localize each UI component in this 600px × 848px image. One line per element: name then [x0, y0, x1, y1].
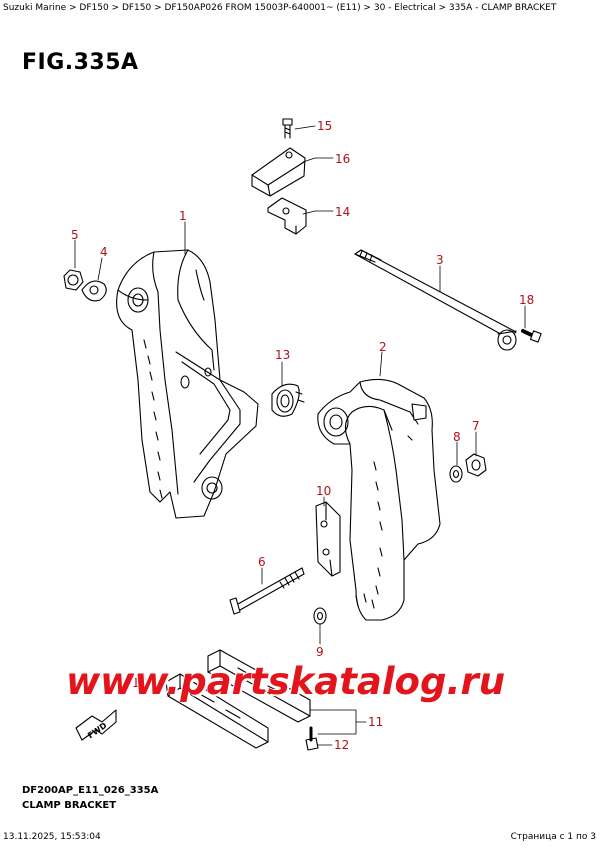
- callout-6[interactable]: 6: [258, 555, 266, 569]
- callout-11[interactable]: 11: [368, 715, 384, 729]
- wear-plate-17: [165, 673, 269, 749]
- washer-8: [449, 465, 463, 483]
- footer-timestamp: 13.11.2025, 15:53:04: [3, 832, 101, 842]
- watermark: www.partskatalog.ru: [66, 660, 506, 703]
- plate-14: [267, 197, 307, 235]
- bolt-6: [229, 567, 305, 615]
- diagram-code: DF200AP_E11_026_335A: [22, 785, 159, 796]
- callout-13[interactable]: 13: [275, 348, 291, 362]
- clamp-bracket-1: [116, 249, 259, 519]
- wear-plate-11: [207, 649, 311, 723]
- breadcrumb: Suzuki Marine > DF150 > DF150 > DF150AP0…: [3, 3, 557, 13]
- callout-18[interactable]: 18: [519, 293, 535, 307]
- footer-page-indicator: Страница с 1 по 3: [510, 832, 596, 842]
- bushing-13: [271, 383, 305, 417]
- shaft-3: [354, 249, 517, 351]
- callout-1[interactable]: 1: [179, 209, 187, 223]
- callout-16[interactable]: 16: [335, 152, 351, 166]
- callout-2[interactable]: 2: [379, 340, 387, 354]
- callout-3[interactable]: 3: [436, 253, 444, 267]
- callout-15[interactable]: 15: [317, 119, 333, 133]
- bolt-15: [282, 118, 293, 139]
- callout-8[interactable]: 8: [453, 430, 461, 444]
- bolt-12: [305, 726, 319, 751]
- clamp-bracket-2: [317, 378, 441, 621]
- callout-10[interactable]: 10: [316, 484, 332, 498]
- plate-10: [315, 501, 341, 577]
- diagram-caption: CLAMP BRACKET: [22, 800, 117, 811]
- cover-16: [251, 147, 306, 197]
- callout-12[interactable]: 12: [334, 738, 350, 752]
- callout-17[interactable]: 17: [132, 676, 148, 690]
- leader-lines: [74, 125, 526, 746]
- figure-title: FIG.335A: [22, 50, 139, 75]
- bolt-18: [521, 329, 542, 343]
- callout-7[interactable]: 7: [472, 419, 480, 433]
- nut-7: [465, 453, 487, 477]
- fwd-arrow-icon: [75, 709, 117, 741]
- callout-14[interactable]: 14: [335, 205, 351, 219]
- callout-5[interactable]: 5: [71, 228, 79, 242]
- washer-4: [81, 280, 107, 302]
- nut-5: [63, 269, 84, 291]
- callout-9[interactable]: 9: [316, 645, 324, 659]
- callout-4[interactable]: 4: [100, 245, 108, 259]
- washer-9: [313, 607, 327, 625]
